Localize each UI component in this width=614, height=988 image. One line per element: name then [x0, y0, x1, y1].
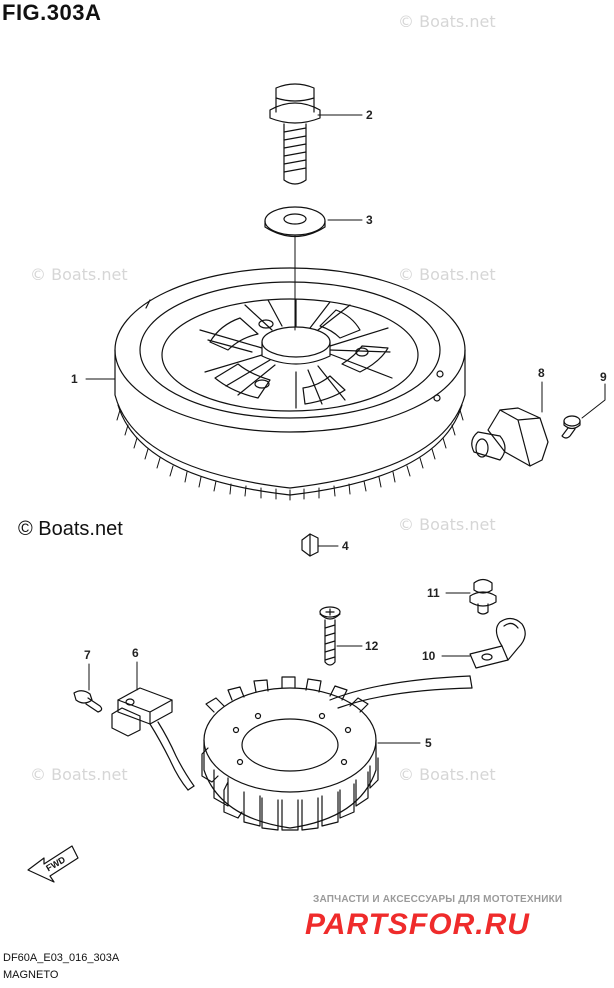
- callout-8: 8: [538, 366, 545, 380]
- callout-2: 2: [366, 108, 373, 122]
- watermark: © Boats.net: [30, 765, 128, 784]
- watermark-large: © Boats.net: [18, 518, 123, 540]
- clamp-part-10: [469, 617, 526, 669]
- figure-code: DF60A_E03_016_303A: [3, 952, 120, 964]
- watermark: © Boats.net: [398, 265, 496, 284]
- fwd-arrow-icon: [27, 845, 79, 883]
- watermark: © Boats.net: [398, 12, 496, 31]
- watermark: © Boats.net: [30, 265, 128, 284]
- bolt-part-2: [269, 83, 321, 185]
- watermark: © Boats.net: [398, 765, 496, 784]
- callout-12: 12: [365, 639, 379, 653]
- callout-6: 6: [132, 646, 139, 660]
- callout-1: 1: [71, 372, 78, 386]
- callout-10: 10: [422, 649, 436, 663]
- callout-9: 9: [600, 370, 607, 384]
- callout-4: 4: [342, 539, 349, 553]
- bolt-part-11: [469, 578, 497, 615]
- washer-part-3: [264, 206, 326, 237]
- figure-title: FIG.303A: [2, 0, 102, 25]
- sensor-part-8: [471, 407, 549, 467]
- callout-7: 7: [84, 648, 91, 662]
- watermark: © Boats.net: [398, 515, 496, 534]
- coil-part-6: [111, 687, 195, 791]
- flywheel-part-1: [114, 267, 466, 501]
- screw-part-9: [561, 415, 581, 439]
- key-part-4: [301, 533, 319, 557]
- stator-part-5: [201, 675, 473, 831]
- callout-5: 5: [425, 736, 432, 750]
- vendor-logo: PARTSFOR.RU: [305, 908, 530, 941]
- screw-part-12: [319, 606, 341, 666]
- vendor-subtitle: ЗАПЧАСТИ И АКСЕССУАРЫ ДЛЯ МОТОТЕХНИКИ: [313, 894, 563, 905]
- figure-name: MAGNETO: [3, 969, 59, 981]
- bolt-part-7: [73, 690, 103, 713]
- callout-3: 3: [366, 213, 373, 227]
- callout-11: 11: [427, 586, 440, 600]
